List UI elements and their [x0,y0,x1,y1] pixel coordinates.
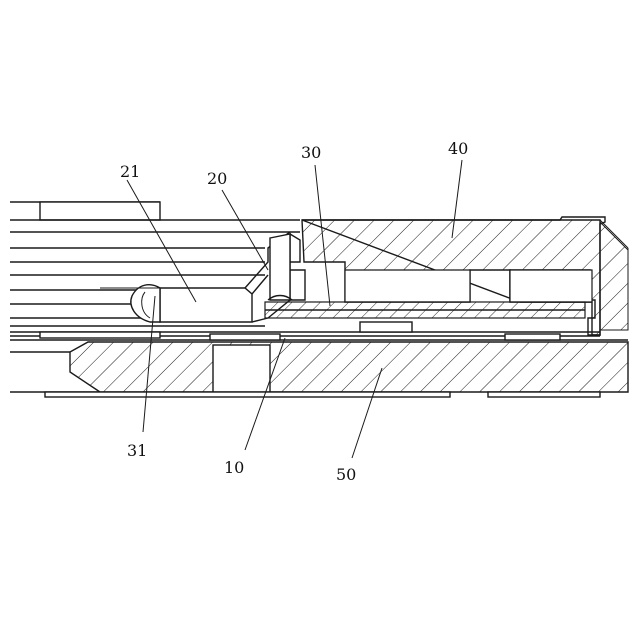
base-50 [10,342,628,397]
label-20: 20 [207,169,227,188]
label-40: 40 [448,139,468,158]
label-50: 50 [336,465,356,484]
label-21: 21 [120,162,140,181]
label-31: 31 [127,441,147,460]
label-30: 30 [301,143,321,162]
label-10: 10 [224,458,244,477]
layer-10 [10,332,628,340]
